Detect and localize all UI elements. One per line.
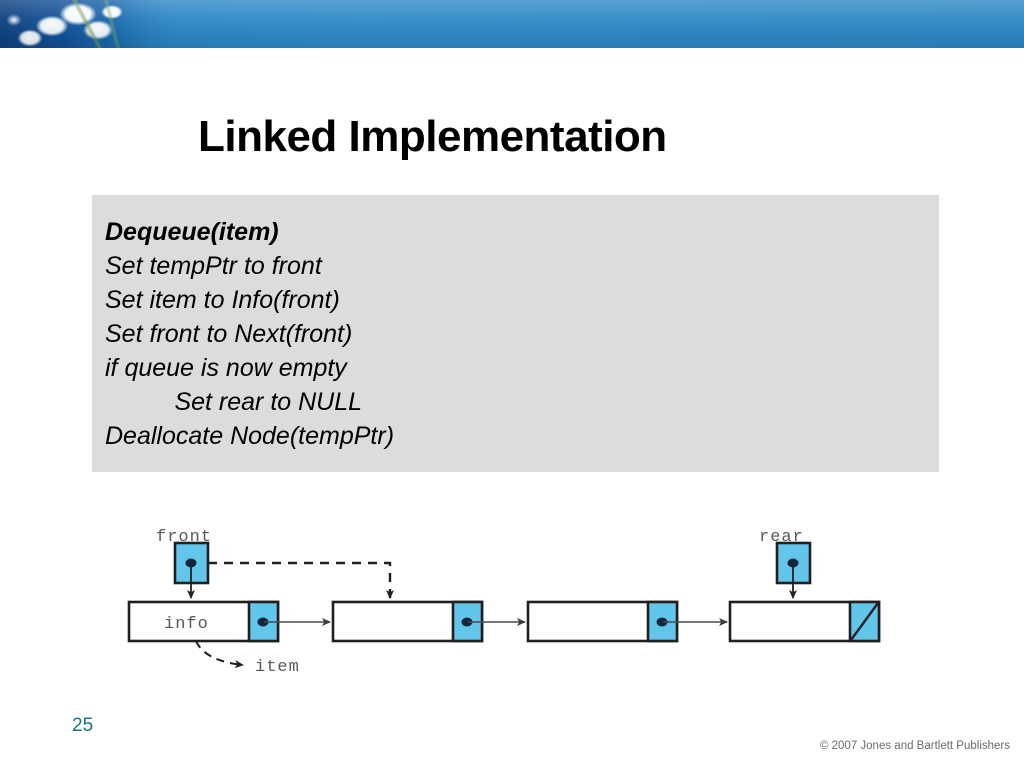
- banner-photo-fade: [120, 0, 210, 48]
- slide-number: 25: [72, 715, 94, 736]
- header-banner: [0, 0, 1024, 48]
- node-1-info-label: info: [164, 615, 209, 634]
- info-to-item-dashed-arrow: [195, 640, 244, 669]
- list-node: [526, 600, 728, 643]
- pseudocode-line: if queue is now empty: [105, 354, 347, 382]
- pseudocode-line: Set item to Info(front): [105, 286, 340, 314]
- front-to-node2-dashed-arrow: [208, 561, 394, 599]
- item-label: item: [255, 658, 300, 677]
- list-node: info: [127, 600, 331, 643]
- pseudocode-line: Deallocate Node(tempPtr): [105, 422, 395, 450]
- node-1-next-dot: [257, 617, 269, 627]
- list-node: [728, 600, 881, 643]
- linked-list-diagram: front rear info item: [0, 495, 1024, 695]
- banner-gloss-overlay: [0, 0, 1024, 48]
- copyright-notice: © 2007 Jones and Bartlett Publishers: [819, 740, 1010, 752]
- pseudocode-line: Set tempPtr to front: [105, 252, 322, 280]
- front-pointer-dot: [185, 558, 197, 568]
- rear-pointer-dot: [787, 558, 799, 568]
- pseudocode-line: Set front to Next(front): [105, 320, 353, 348]
- node-2-next-dot: [461, 617, 473, 627]
- node-4-null-slash-icon: [850, 602, 879, 641]
- pseudocode-list: Dequeue(item) Set tempPtr to front Set i…: [105, 215, 394, 453]
- page-title: Linked Implementation: [198, 112, 667, 161]
- node-3-next-dot: [656, 617, 668, 627]
- pseudocode-panel: Dequeue(item) Set tempPtr to front Set i…: [92, 195, 939, 472]
- list-node: [331, 600, 526, 643]
- pseudocode-line: Set rear to NULL: [105, 388, 363, 416]
- pseudocode-line: Dequeue(item): [105, 218, 279, 246]
